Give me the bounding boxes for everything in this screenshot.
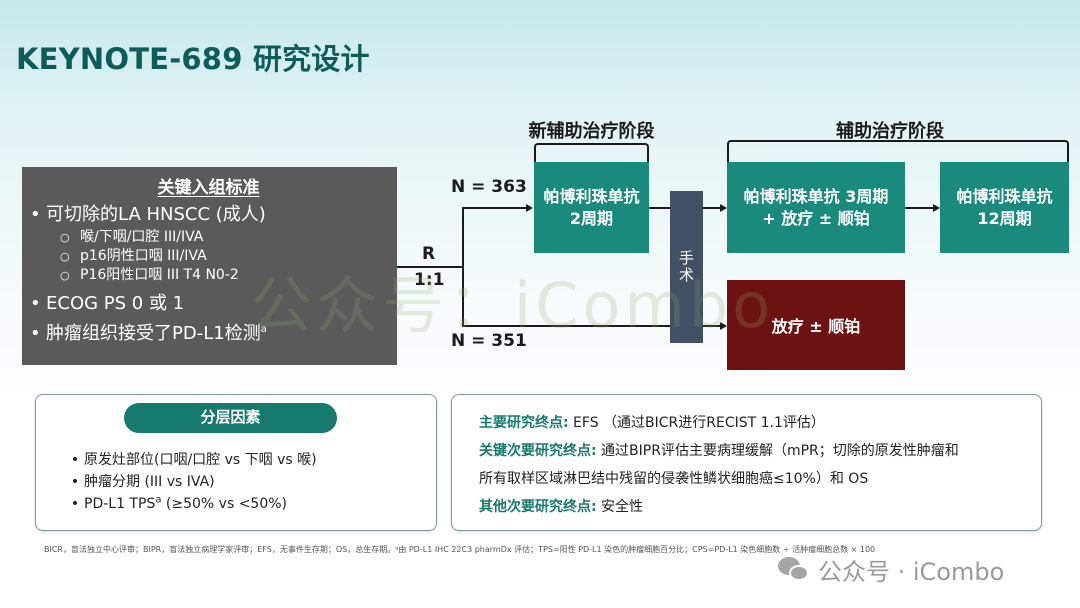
adjuvant-pembro-rt-box: 帕博利珠单抗 3周期 + 放疗 ± 顺铂 xyxy=(727,162,905,253)
page-title: KEYNOTE-689 研究设计 xyxy=(16,42,370,76)
inclusion-title: 关键入组标准 xyxy=(157,178,260,198)
arrow-head-icon xyxy=(933,204,940,212)
adjuvant-pembro-maintenance-box: 帕博利珠单抗 12周期 xyxy=(940,162,1069,253)
stratification-list: •原发灶部位(口咽/口腔 vs 下咽 vs 喉) •肿瘤分期 (III vs I… xyxy=(66,449,317,515)
connector-line xyxy=(703,207,720,209)
arm-a-line xyxy=(462,207,526,209)
inclusion-item: •可切除的LA HNSCC (成人) xyxy=(30,202,387,228)
stratification-item: •PD-L1 TPSa (≥50% vs <50%) xyxy=(66,493,317,515)
inclusion-criteria-box: 关键入组标准 •可切除的LA HNSCC (成人) ○喉/下咽/口腔 III/I… xyxy=(22,167,397,365)
bullet-icon: • xyxy=(30,204,41,225)
arrow-head-icon xyxy=(720,322,727,330)
inclusion-subitem: ○喉/下咽/口腔 III/IVA xyxy=(60,229,204,245)
ring-bullet-icon: ○ xyxy=(60,269,70,282)
bullet-icon: • xyxy=(70,474,80,490)
stratification-item: •原发灶部位(口咽/口腔 vs 下咽 vs 喉) xyxy=(66,449,317,471)
arm-b-n: N = 351 xyxy=(451,331,527,351)
neoadjuvant-bracket xyxy=(534,143,649,162)
arrow-head-icon xyxy=(526,204,533,212)
bullet-icon: • xyxy=(30,323,41,344)
randomization-ratio: 1:1 xyxy=(414,270,445,290)
connector-line xyxy=(905,207,933,209)
bullet-icon: • xyxy=(30,293,41,314)
adjuvant-phase-label: 辅助治疗阶段 xyxy=(836,121,944,142)
arm-a-n: N = 363 xyxy=(451,177,527,197)
other-secondary-endpoint: 其他次要研究终点: 安全性 xyxy=(479,499,644,515)
control-rt-cisplatin-box: 放疗 ± 顺铂 xyxy=(727,280,905,370)
adjuvant-bracket xyxy=(727,140,1069,162)
primary-endpoint: 主要研究终点: EFS （通过BICR进行RECIST 1.1评估） xyxy=(479,415,825,431)
randomization-line xyxy=(397,266,463,268)
ring-bullet-icon: ○ xyxy=(60,250,70,263)
ring-bullet-icon: ○ xyxy=(60,231,70,244)
inclusion-subitem: ○p16阴性口咽 III/IVA xyxy=(60,248,207,264)
arm-b-line xyxy=(462,325,720,327)
footnote: BICR，盲法独立中心评审；BIPR，盲法独立病理学家评审；EFS，无事件生存期… xyxy=(44,545,876,554)
stratification-title: 分层因素 xyxy=(124,403,337,433)
arrow-head-icon xyxy=(720,204,727,212)
inclusion-item: •ECOG PS 0 或 1 xyxy=(30,289,387,319)
stratification-item: •肿瘤分期 (III vs IVA) xyxy=(66,471,317,493)
randomization-label: R xyxy=(422,244,436,264)
key-secondary-endpoint: 关键次要研究终点: 通过BIPR评估主要病理缓解（mPR；切除的原发性肿瘤和 xyxy=(479,443,959,459)
inclusion-item: •肿瘤组织接受了PD-L1检测a xyxy=(30,319,387,349)
wechat-icon xyxy=(778,556,810,583)
key-secondary-endpoint-cont: 所有取样区域淋巴结中残留的侵袭性鳞状细胞癌≤10%）和 OS xyxy=(479,471,869,487)
wechat-watermark: 公众号 · iCombo xyxy=(778,552,1004,587)
connector-line xyxy=(649,207,670,209)
branch-vertical-line xyxy=(462,207,464,327)
stratification-card: 分层因素 •原发灶部位(口咽/口腔 vs 下咽 vs 喉) •肿瘤分期 (III… xyxy=(35,394,437,531)
endpoints-list: 主要研究终点: EFS （通过BICR进行RECIST 1.1评估） 关键次要研… xyxy=(479,409,959,521)
surgery-bar: 手术 xyxy=(670,191,703,343)
inclusion-subitem: ○P16阳性口咽 III T4 N0-2 xyxy=(60,267,239,283)
bullet-icon: • xyxy=(70,496,80,512)
bullet-icon: • xyxy=(70,452,80,468)
endpoints-card: 主要研究终点: EFS （通过BICR进行RECIST 1.1评估） 关键次要研… xyxy=(451,394,1042,531)
neoadjuvant-phase-label: 新辅助治疗阶段 xyxy=(528,121,655,142)
neoadjuvant-pembrolizumab-box: 帕博利珠单抗 2周期 xyxy=(534,162,649,253)
